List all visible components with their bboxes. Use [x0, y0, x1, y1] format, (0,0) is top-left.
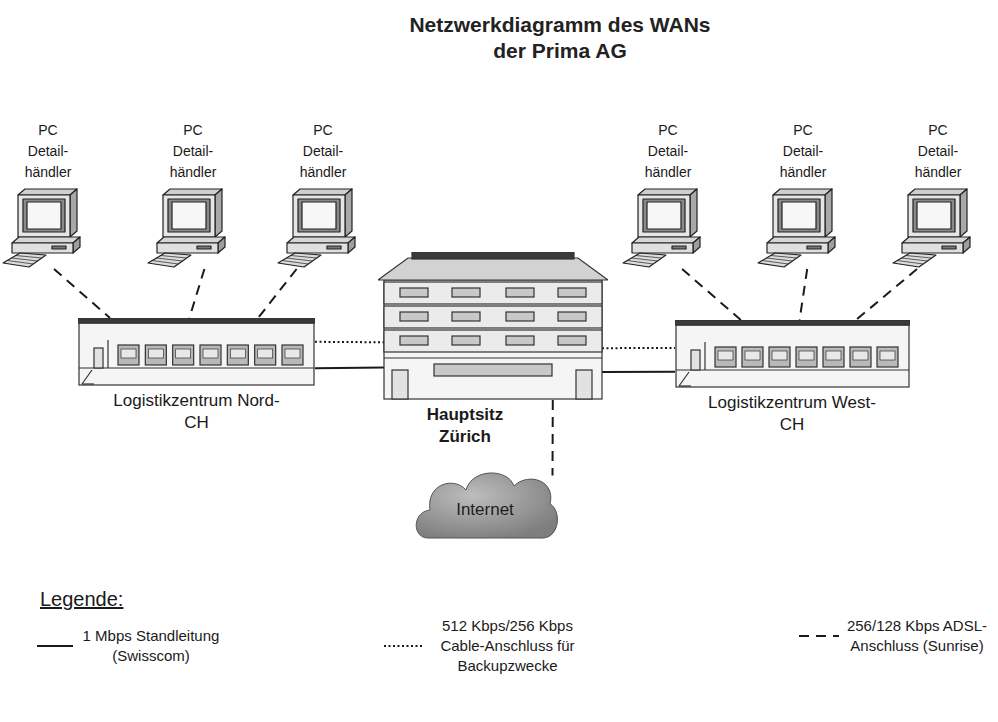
pc-node: PC Detail- händler [890, 120, 980, 269]
office-building [378, 252, 608, 400]
pc-node: PC Detail- händler [0, 120, 90, 269]
dashed-link [258, 269, 296, 318]
solid-link [315, 366, 384, 369]
pc-label: PC Detail- händler [637, 120, 699, 183]
warehouse-node: Logistikzentrum West-CH [675, 320, 910, 436]
headquarters-node: Hauptsitz Zürich [378, 252, 608, 448]
pc-node: PC Detail- händler [755, 120, 845, 269]
legend-line-sample [36, 640, 76, 652]
solid-link [602, 371, 675, 373]
legend-text: 512 Kbps/256 Kbps Cable-Anschluss für Ba… [425, 616, 590, 676]
pc-label: PC Detail- händler [292, 120, 354, 183]
diagram-title: Netzwerkdiagramm des WANs der Prima AG [405, 12, 715, 64]
cloud-label: Internet [456, 500, 514, 520]
pc-icon [755, 187, 845, 269]
pc-node: PC Detail- händler [620, 120, 710, 269]
pc-label: PC Detail- händler [907, 120, 969, 183]
warehouse-building [78, 318, 315, 386]
dotted-link [602, 347, 675, 349]
pc-icon [890, 187, 980, 269]
dashed-link [682, 269, 741, 320]
legend-heading: Legende: [40, 588, 123, 611]
legend-text: 1 Mbps Standleitung (Swisscom) [76, 626, 226, 666]
legend-entry: 1 Mbps Standleitung (Swisscom) [36, 626, 226, 666]
pc-label: PC Detail- händler [17, 120, 79, 183]
pc-icon [275, 187, 365, 269]
pc-icon [145, 187, 235, 269]
pc-label: PC Detail- händler [772, 120, 834, 183]
legend-entry: 512 Kbps/256 Kbps Cable-Anschluss für Ba… [383, 616, 590, 676]
site-label: Logistikzentrum West-CH [703, 392, 881, 436]
legend-line-sample [798, 630, 842, 642]
dotted-link [315, 341, 384, 343]
pc-icon [0, 187, 90, 269]
warehouse-building [675, 320, 910, 388]
pc-node: PC Detail- händler [275, 120, 365, 269]
dashed-link [800, 269, 808, 320]
dashed-link [856, 269, 917, 320]
dashed-link [54, 269, 110, 318]
pc-label: PC Detail- händler [162, 120, 224, 183]
dashed-link [189, 269, 204, 318]
warehouse-node: Logistikzentrum Nord-CH [78, 318, 315, 434]
legend-entry: 256/128 Kbps ADSL-Anschluss (Sunrise) [798, 616, 992, 656]
site-label: Hauptsitz Zürich [410, 404, 520, 448]
cloud-node: Internet [410, 466, 560, 546]
dashed-link [552, 400, 554, 476]
legend-line-sample [383, 640, 425, 652]
site-label: Logistikzentrum Nord-CH [109, 390, 284, 434]
legend-text: 256/128 Kbps ADSL-Anschluss (Sunrise) [842, 616, 992, 656]
pc-node: PC Detail- händler [145, 120, 235, 269]
pc-icon [620, 187, 710, 269]
